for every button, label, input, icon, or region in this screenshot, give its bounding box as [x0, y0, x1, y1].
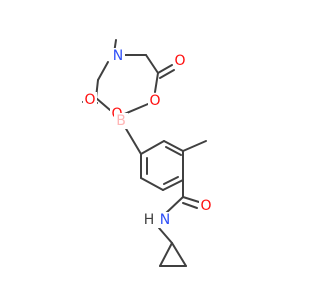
bond-aryl-methyl: [182, 140, 207, 152]
structure-svg: N O O O O B O N H: [82, 39, 213, 267]
bond-co-right-1: [157, 64, 173, 74]
bond-co-right-2: [159, 69, 175, 79]
bond-c-oester-right: [154, 72, 159, 93]
cyclopropyl-bond-3: [159, 242, 173, 267]
ring-bond-2: [163, 140, 184, 152]
atom-n-ring: N: [113, 48, 123, 64]
atom-n-amide: N: [160, 212, 170, 228]
bond-amide-co-2: [182, 202, 198, 209]
bond-n-ch2-left: [97, 61, 109, 81]
ring-bond-2-inner: [165, 146, 182, 156]
ring-bond-4-inner: [163, 176, 179, 185]
bond-amide-cn: [164, 196, 184, 215]
bond-ch2-carbonyl-right: [145, 54, 159, 74]
atom-o-ester-right: O: [149, 93, 160, 109]
atom-boron: B: [116, 113, 126, 129]
atom-h-amide: H: [144, 212, 155, 228]
molecule-diagram: N O O O O B O N H: [82, 39, 213, 267]
bonds: [82, 39, 207, 267]
atom-o-ketone-right: O: [174, 53, 185, 69]
ring-bond-4: [162, 179, 184, 191]
atom-o-ketone-left: O: [84, 92, 95, 108]
ring-bond-1: [140, 140, 165, 155]
bond-n-cyclopropyl: [158, 227, 173, 244]
cyclopropyl-bond-1: [171, 242, 187, 267]
atom-labels: N O O O O B O N H: [83, 48, 213, 228]
bond-c-oester-left: [95, 97, 111, 111]
bond-amide-co-1: [182, 196, 200, 203]
ring-bond-5: [140, 177, 164, 191]
atom-o-amide: O: [200, 198, 211, 214]
